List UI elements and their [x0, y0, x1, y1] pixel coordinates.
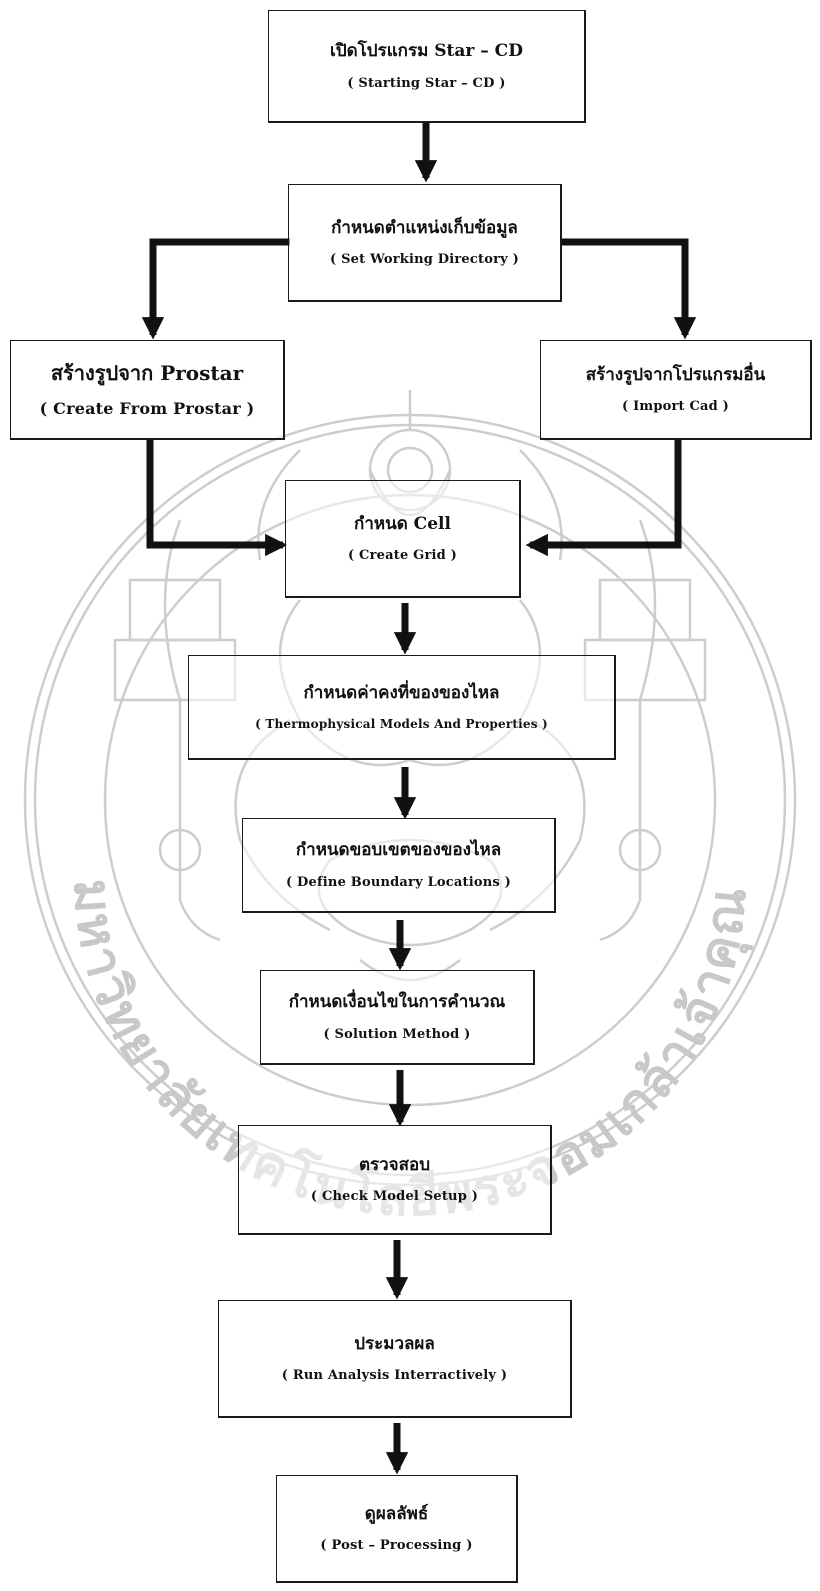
step-post-en: ( Post – Processing ) — [320, 1538, 473, 1554]
step-set-working-directory: กำหนดตำแหน่งเก็บข้อมูล ( Set Working Dir… — [288, 184, 562, 302]
step-solution-method: กำหนดเงื่อนไขในการคำนวณ ( Solution Metho… — [260, 970, 535, 1065]
step-prostar-en: ( Create From Prostar ) — [39, 399, 255, 418]
step-boundary-th: กำหนดขอบเขตของของไหล — [295, 840, 502, 861]
arrow-import-to-cell — [525, 440, 682, 557]
step-start-en: ( Starting Star – CD ) — [347, 75, 506, 91]
step-boundary-en: ( Define Boundary Locations ) — [285, 874, 512, 890]
step-create-grid: กำหนด Cell ( Create Grid ) — [285, 480, 521, 598]
step-create-from-prostar: สร้างรูปจาก Prostar ( Create From Prosta… — [10, 340, 285, 440]
step-solution-en: ( Solution Method ) — [323, 1026, 471, 1042]
step-props-th: กำหนดค่าคงที่ของของไหล — [303, 682, 500, 703]
arrow-prostar-to-cell — [146, 438, 288, 557]
step-define-boundary-locations: กำหนดขอบเขตของของไหล ( Define Boundary L… — [242, 818, 556, 913]
step-run-en: ( Run Analysis Interractively ) — [281, 1368, 508, 1384]
arrow-workdir-to-prostar — [141, 238, 290, 340]
step-import-en: ( Import Cad ) — [622, 399, 729, 415]
step-start-th: เปิดโปรแกรม Star – CD — [330, 41, 523, 62]
step-prostar-th: สร้างรูปจาก Prostar — [50, 361, 244, 385]
step-run-th: ประมวลผล — [354, 1333, 435, 1354]
step-start-star-cd: เปิดโปรแกรม Star – CD ( Starting Star – … — [268, 10, 586, 123]
step-check-th: ตรวจสอบ — [358, 1154, 431, 1175]
step-import-th: สร้างรูปจากโปรแกรมอื่น — [585, 364, 766, 385]
arrow-workdir-to-import — [560, 238, 697, 340]
step-import-cad: สร้างรูปจากโปรแกรมอื่น ( Import Cad ) — [540, 340, 812, 440]
step-run-analysis: ประมวลผล ( Run Analysis Interractively ) — [218, 1300, 572, 1418]
step-cell-en: ( Create Grid ) — [347, 548, 458, 564]
step-post-th: ดูผลลัพธ์ — [364, 1503, 429, 1524]
step-check-model-setup: ตรวจสอบ ( Check Model Setup ) — [238, 1125, 552, 1235]
step-post-processing: ดูผลลัพธ์ ( Post – Processing ) — [276, 1475, 518, 1583]
step-props-en: ( Thermophysical Models And Properties ) — [255, 717, 548, 732]
step-cell-th: กำหนด Cell — [354, 513, 451, 534]
step-thermophysical-properties: กำหนดค่าคงที่ของของไหล ( Thermophysical … — [188, 655, 616, 760]
step-workdir-en: ( Set Working Directory ) — [330, 252, 519, 268]
step-workdir-th: กำหนดตำแหน่งเก็บข้อมูล — [331, 217, 518, 238]
step-solution-th: กำหนดเงื่อนไขในการคำนวณ — [288, 992, 506, 1013]
step-check-en: ( Check Model Setup ) — [310, 1189, 479, 1205]
